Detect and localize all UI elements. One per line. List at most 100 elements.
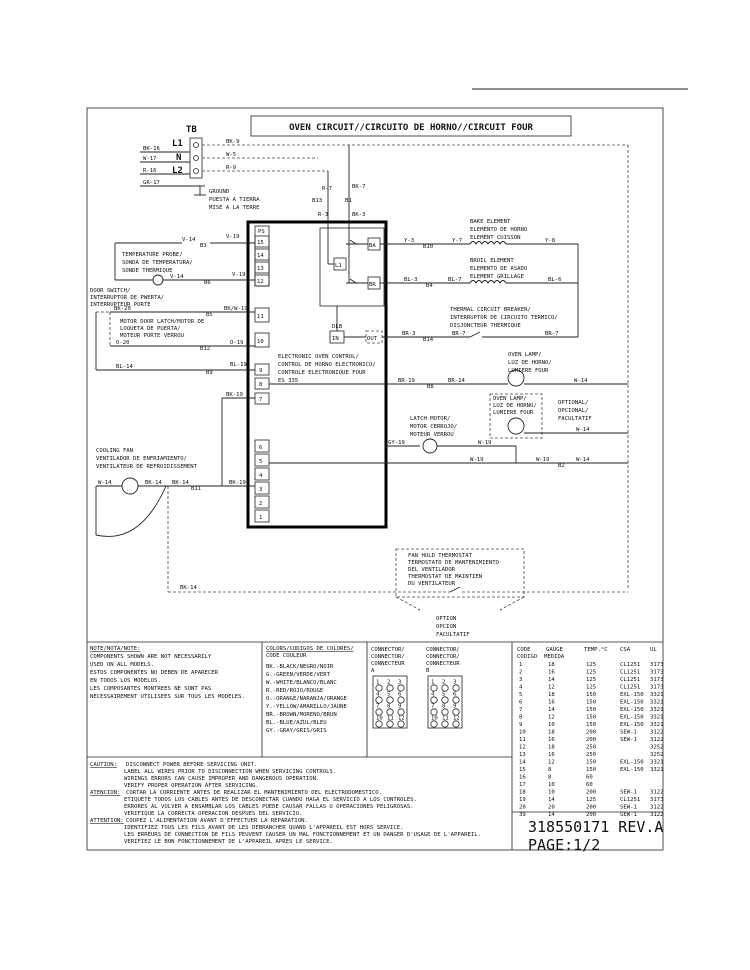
table-cell: 9 <box>519 722 522 728</box>
cooling-fan-label: VENTILADOR DE ENFRIAMIENTO/ <box>96 456 187 462</box>
control-label: CONTROLE ELECTRONIQUE FOUR <box>278 370 366 376</box>
wire-label: B5 <box>206 312 213 318</box>
relay-label: BR <box>369 282 376 288</box>
table-cell: 16 <box>519 775 526 781</box>
table-cell: 250 <box>586 752 596 758</box>
wire-label: B12 <box>200 346 210 352</box>
table-cell: 12 <box>519 745 526 751</box>
wire-label: BR-3 <box>402 331 415 337</box>
latch-motor-label: LATCH MOTOR/ <box>410 416 450 422</box>
connector-pin <box>430 720 438 728</box>
door-switch-label: INTERRUPTOR DE PWERTA/ <box>90 295 164 301</box>
pin-label: 15 <box>257 240 264 246</box>
table-cell: 200 <box>586 737 596 743</box>
notes-line: USED ON ALL MODELS. <box>90 662 154 668</box>
table-cell: EXL-150 <box>620 722 644 728</box>
connector-pin-label: 12 <box>398 716 405 722</box>
fan-hold-label: DEL VENTILADOR <box>408 567 456 573</box>
table-cell: SEW-1 <box>620 790 637 796</box>
table-cell: 150 <box>586 692 596 698</box>
fan-hold-label: DU VENTILATEUR <box>408 581 456 587</box>
table-cell: 14 <box>548 812 555 818</box>
connector-pin <box>452 708 460 716</box>
wire-label: Y-3 <box>404 238 414 244</box>
table-cell: 3321 <box>650 715 663 721</box>
wire-label: W-14 <box>576 427 590 433</box>
caution-line: COUPEZ L'ALIMENTATION AVANT D'EFFECTUER … <box>126 818 308 824</box>
caution-line: ETIQUETE TODOS LOS CABLES ANTES DE DESCO… <box>124 797 417 803</box>
table-cell: 3321 <box>650 692 663 698</box>
broil-element-icon <box>469 280 507 284</box>
table-cell: SEW-1 <box>620 805 637 811</box>
wire-label: BR-7 <box>545 331 558 337</box>
table-cell: 125 <box>586 797 596 803</box>
pin-label: 3 <box>259 487 262 493</box>
relay-label: BA <box>369 243 376 249</box>
wire-label: B3 <box>200 243 207 249</box>
wire-label: W-14 <box>576 457 590 463</box>
caution-line: ERRORES AL VOLVER A ENSAMBLAR LOS CABLES… <box>124 804 414 810</box>
caution-label: ATTENTION: <box>90 818 124 824</box>
pin-label: 2 <box>259 501 262 507</box>
table-cell: CL1251 <box>620 677 640 683</box>
bake-element-label: BAKE ELEMENT <box>470 219 511 225</box>
notes-line: ESTOS COMPONENTES NO DEBEN DE APARECER <box>90 670 219 676</box>
electronic-control-box <box>246 220 388 529</box>
caution-line: LABEL ALL WIRES PRIOR TO DISCONNECTION W… <box>124 769 336 775</box>
wire-label: BK-14 <box>172 480 189 486</box>
connector-pin <box>441 684 449 692</box>
wire-label: GY-19 <box>388 440 405 446</box>
table-cell: 16 <box>548 737 555 743</box>
wire-label: R-9 <box>226 165 236 171</box>
connector-pin <box>441 708 449 716</box>
wire-label: V-19 <box>232 272 245 278</box>
broil-element-label: ELEMENTO DE ASADO <box>470 266 528 272</box>
connector-pin <box>441 696 449 704</box>
connector-pin-label: 3 <box>453 680 456 686</box>
wire-label: W-5 <box>226 152 236 158</box>
colors-heading: COLORS/CODIGOS DE COLORES/ <box>266 646 354 652</box>
color-entry: BK.-BLACK/NEGRO/NOIR <box>266 664 334 670</box>
terminal-block <box>189 137 203 179</box>
temp-probe-icon <box>152 274 164 286</box>
door-switch-label: INTERRUPTEUR PORTE <box>90 302 151 308</box>
wire-label: BK-16 <box>143 146 160 152</box>
optional-label: FACULTATIF <box>558 416 592 422</box>
connector-pin-label: 8 <box>387 704 391 710</box>
connector-heading: CONNECTEUR <box>426 661 460 667</box>
table-cell: 39 <box>519 812 526 818</box>
thermal-breaker-label: DISJONCTEUR THERMIQUE <box>450 323 521 329</box>
wire-label: BR-7 <box>452 331 465 337</box>
document-number: 318550171 REV.A <box>528 818 663 836</box>
pin-label: 11 <box>257 314 264 320</box>
table-cell: SEW-1 <box>620 730 637 736</box>
wire-label: V-19 <box>226 234 239 240</box>
ps-label: PS <box>258 229 265 235</box>
fan-hold-switch-icon <box>449 586 461 593</box>
table-cell: 3122 <box>650 812 663 818</box>
wire-label: B4 <box>426 283 433 289</box>
wire-label: R-3 <box>318 212 328 218</box>
table-cell: 3252 <box>650 752 663 758</box>
diagram-title: OVEN CIRCUIT//CIRCUITO DE HORNO//CIRCUIT… <box>289 123 533 133</box>
table-cell: 19 <box>519 797 526 803</box>
wire-label: W-19 <box>470 457 483 463</box>
table-header: UL <box>650 647 657 653</box>
table-cell: 10 <box>548 790 555 796</box>
wire-label: O-19 <box>230 340 243 346</box>
option-label: OPCION <box>436 624 456 630</box>
wire-label: BL-14 <box>116 364 133 370</box>
door-latch-label: MOTOR DOOR LATCH/MOTOR DE <box>120 319 205 325</box>
wire-label: Y-8 <box>545 238 556 244</box>
table-cell: 10 <box>548 722 555 728</box>
table-cell: EXL-150 <box>620 715 644 721</box>
relay-label: L1 <box>335 263 342 269</box>
table-cell: 1 <box>519 662 522 668</box>
relay-label: OUT <box>367 336 378 342</box>
table-cell: 3321 <box>650 760 663 766</box>
table-cell: 10 <box>548 782 555 788</box>
table-cell: 16 <box>548 670 555 676</box>
connector-pin <box>375 708 383 716</box>
connector-pin <box>386 720 394 728</box>
connector-heading: CONNECTOR/ <box>371 647 405 653</box>
